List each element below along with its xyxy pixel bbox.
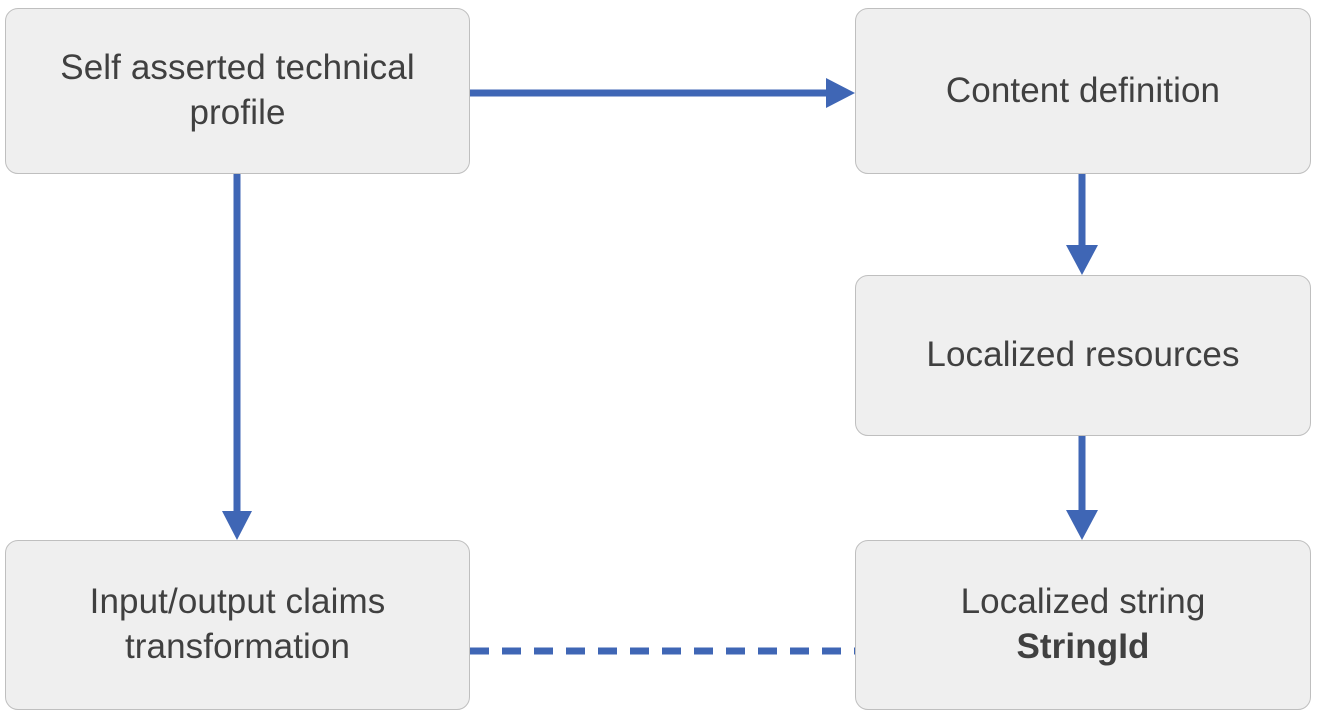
node-label-localized-string-text: Localized string [960, 582, 1206, 622]
node-label-localized-string: Localized string StringId [874, 580, 1292, 670]
connector-self-asserted-to-claims-transformation [222, 174, 252, 540]
node-label-localized-resources: Localized resources [926, 335, 1240, 375]
connector-content-definition-to-localized-resources [1066, 174, 1098, 275]
node-label-self-asserted-technical-profile: Self asserted technical profile [60, 48, 415, 132]
node-label-content-definition: Content definition [945, 70, 1221, 110]
node-localized-string[interactable]: Localized string StringId [855, 540, 1311, 710]
node-label-string-id: StringId [1016, 627, 1150, 666]
node-label-input-output-claims-transformation: Input/output claims transformation [89, 582, 386, 666]
node-content-definition[interactable]: Content definition [855, 8, 1311, 174]
node-input-output-claims-transformation[interactable]: Input/output claims transformation [5, 540, 470, 710]
connector-self-asserted-to-content-definition [470, 78, 855, 108]
connector-localized-resources-to-localized-string [1066, 436, 1098, 540]
node-self-asserted-technical-profile[interactable]: Self asserted technical profile [5, 8, 470, 174]
node-localized-resources[interactable]: Localized resources [855, 275, 1311, 436]
